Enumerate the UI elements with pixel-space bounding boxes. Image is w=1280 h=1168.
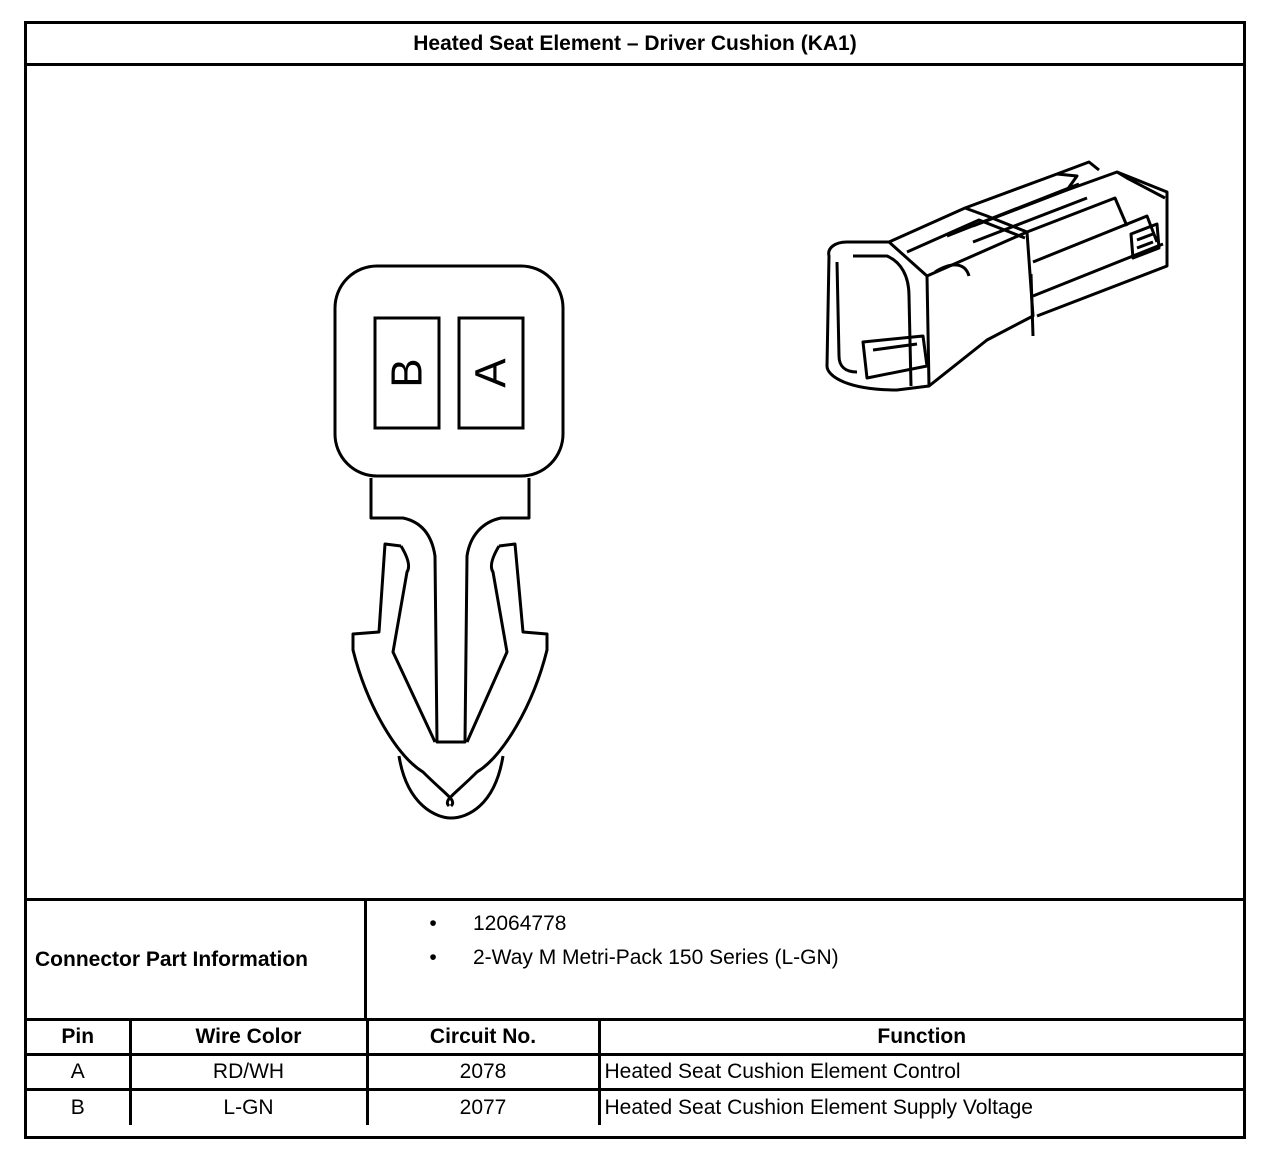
cavity-a-box (457, 316, 525, 430)
connector-info-label: Connector Part Information (27, 901, 367, 1018)
cell-pin: B (27, 1088, 132, 1125)
cell-circuit: 2078 (365, 1053, 601, 1091)
page-title: Heated Seat Element – Driver Cushion (KA… (27, 24, 1243, 66)
connector-info-list: • 12064778 • 2-Way M Metri-Pack 150 Seri… (367, 907, 839, 975)
connector-drawing: B A (333, 160, 1169, 820)
connector-description-text: 2-Way M Metri-Pack 150 Series (L-GN) (473, 946, 839, 969)
diagram-area: B A (27, 66, 1243, 898)
connector-part-number-text: 12064778 (473, 912, 567, 935)
cavity-b-box (373, 316, 441, 430)
cell-circuit: 2077 (365, 1088, 601, 1125)
header-pin: Pin (27, 1018, 132, 1056)
retainer-right-prong (445, 542, 549, 808)
cavity-b-label: B (383, 358, 432, 387)
cell-wire-color: RD/WH (128, 1053, 369, 1091)
cavity-a-label: A (467, 358, 516, 388)
pinout-table: Pin Wire Color Circuit No. Function A RD… (27, 1018, 1243, 1125)
table-row: B L-GN 2077 Heated Seat Cushion Element … (27, 1088, 1243, 1125)
retainer-left-prong (351, 542, 455, 808)
table-row: A RD/WH 2078 Heated Seat Cushion Element… (27, 1053, 1243, 1091)
connector-part-number: • 12064778 (367, 907, 839, 941)
cell-function: Heated Seat Cushion Element Control (597, 1053, 1243, 1091)
header-wire-color: Wire Color (128, 1018, 369, 1056)
connector-3d-illustration (825, 160, 1169, 392)
cell-pin: A (27, 1053, 132, 1091)
connector-info-section: Connector Part Information • 12064778 • … (27, 898, 1243, 1018)
retainer-tip (397, 755, 505, 820)
connector-sheet: Heated Seat Element – Driver Cushion (KA… (24, 21, 1246, 1139)
cell-wire-color: L-GN (128, 1088, 369, 1125)
cell-function: Heated Seat Cushion Element Supply Volta… (597, 1088, 1243, 1125)
bullet-icon: • (429, 912, 437, 935)
connector-description: • 2-Way M Metri-Pack 150 Series (L-GN) (367, 941, 839, 975)
bullet-icon: • (429, 946, 437, 969)
header-function: Function (597, 1018, 1243, 1056)
retainer-neck (369, 478, 531, 744)
header-circuit-no: Circuit No. (365, 1018, 601, 1056)
connector-face-outline (333, 264, 565, 478)
table-header-row: Pin Wire Color Circuit No. Function (27, 1018, 1243, 1056)
